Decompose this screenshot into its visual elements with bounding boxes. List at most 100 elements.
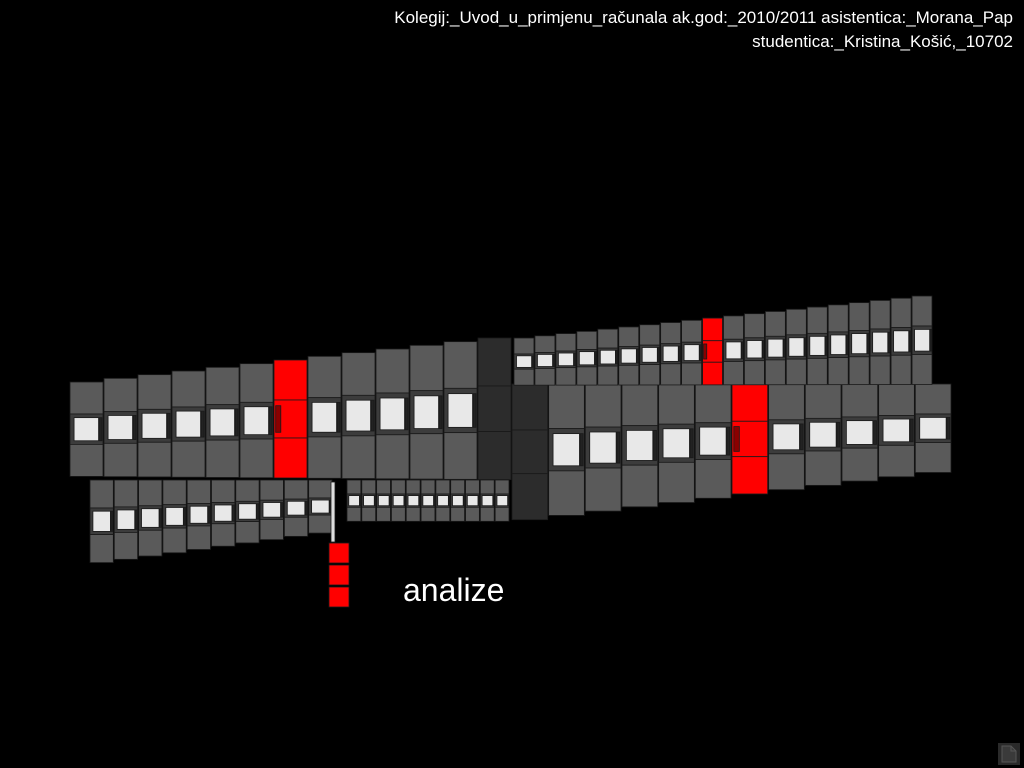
strip-left-lower-bottom-cell <box>162 527 187 554</box>
strip-right-upper-bottom-cell <box>702 361 723 386</box>
strip-right-upper-film-gap <box>824 335 828 356</box>
strip-center-small-top-cell <box>479 479 495 495</box>
strip-right-main-bottom-cell <box>841 447 879 482</box>
strip-right-upper-top-cell <box>890 297 912 328</box>
strip-right-upper-top-cell <box>848 302 870 331</box>
strip-right-upper-film-window <box>516 355 532 368</box>
strip-left-upper-top-cell <box>307 355 342 399</box>
strip-right-upper-bottom-cell <box>555 367 577 386</box>
strip-right-main-bottom-cell <box>878 444 915 478</box>
strip-right-upper-bottom-cell <box>869 355 891 385</box>
strip-right-upper-top-cell <box>806 306 828 334</box>
strip-center-small-film-gap <box>448 495 451 507</box>
strip-right-upper-film-window <box>537 354 553 367</box>
strip-right-upper-film-window <box>558 352 574 367</box>
strip-right-upper-top-cell <box>660 322 682 345</box>
strip-right-upper-film-gap <box>783 338 786 358</box>
strip-left-upper-film-frame <box>477 385 512 432</box>
strip-right-upper-film-gap <box>678 345 681 362</box>
strip-left-lower-top-cell <box>283 479 309 500</box>
strip-right-main-film-window <box>699 426 727 456</box>
strip-right-main-film-gap <box>726 426 731 456</box>
strip-left-upper-film-window <box>379 397 405 431</box>
strip-right-main-top-cell <box>731 383 769 422</box>
strip-right-upper-film-window <box>599 349 616 365</box>
strip-center-small-film-window <box>363 495 375 507</box>
strip-right-main-film-window <box>919 417 947 440</box>
strip-left-lower-film-window <box>92 510 111 532</box>
strip-right-upper-film-window <box>851 333 868 355</box>
strip-right-upper-film-gap <box>699 344 702 361</box>
strip-right-main-top-cell <box>658 383 695 425</box>
strip-right-upper-bottom-cell <box>639 364 661 386</box>
strip-left-lower-bottom-cell <box>89 534 114 563</box>
strip-center-small-film-gap <box>463 495 466 507</box>
strip-right-upper-top-cell <box>785 308 807 336</box>
strip-right-main-film-frame <box>511 429 549 475</box>
strip-right-main-film-window <box>846 420 874 445</box>
strip-left-upper-bottom-cell <box>273 437 308 479</box>
strip-left-upper-top-cell <box>69 381 104 415</box>
strip-center-small-film-gap <box>388 495 391 507</box>
strip-left-upper-film-gap <box>472 393 477 428</box>
strip-right-upper-bottom-cell <box>513 368 535 386</box>
strip-right-main-bottom-cell <box>731 456 769 495</box>
strip-right-main-top-cell <box>768 383 805 421</box>
strip-left-lower-top-cell <box>259 479 284 501</box>
strip-left-lower-film-window <box>311 499 330 514</box>
strip-left-lower-top-cell <box>113 479 139 508</box>
strip-right-main-top-cell <box>548 383 585 429</box>
strip-right-upper-top-cell <box>869 300 891 330</box>
strip-left-upper-bottom-cell <box>409 433 444 480</box>
strip-right-upper-bottom-cell <box>911 354 933 385</box>
strip-right-upper-top-cell <box>639 324 661 346</box>
strip-right-upper-bottom-cell <box>806 357 828 386</box>
strip-right-main-bottom-cell <box>914 442 952 473</box>
document-icon[interactable] <box>998 743 1020 765</box>
strip-right-main-film-gap <box>653 429 657 461</box>
strip-left-upper-film-gap <box>98 417 103 442</box>
strip-center-small-top-cell <box>361 479 377 495</box>
strip-left-upper-bottom-cell <box>341 435 376 479</box>
strip-right-upper-top-cell <box>744 313 765 339</box>
strip-left-lower-film-gap <box>207 505 211 524</box>
strip-center-small-bottom-cell <box>420 506 436 522</box>
strip-left-lower-top-cell <box>235 479 260 502</box>
strip-left-upper-bottom-cell <box>137 441 172 478</box>
strip-left-upper-top-cell <box>137 374 172 410</box>
strip-right-upper-red-shade <box>703 343 708 360</box>
strip-right-upper-bottom-cell <box>618 364 640 386</box>
strip-left-lower-film-gap <box>134 509 138 530</box>
strip-right-upper-film-gap <box>803 337 807 357</box>
strip-right-main-film-window <box>589 431 617 464</box>
strip-right-upper-film-window <box>872 331 889 354</box>
strip-left-upper-film-window <box>345 399 371 432</box>
strip-center-small-film-window <box>392 495 405 507</box>
strip-left-lower-film-window <box>238 503 257 520</box>
strip-right-upper-film-gap <box>594 351 597 366</box>
strip-right-upper-film-window <box>641 347 658 363</box>
strip-left-upper-top-cell <box>239 363 274 403</box>
strip-right-upper-film-window <box>578 351 595 366</box>
strip-center-small-top-cell <box>391 479 406 495</box>
strip-left-upper-film-gap <box>404 397 409 431</box>
strip-center-small-film-window <box>348 495 360 507</box>
strip-right-upper-top-cell <box>723 315 744 340</box>
strip-center-small-bottom-cell <box>405 506 421 522</box>
strip-left-lower-film-gap <box>231 504 235 522</box>
strip-center-small-bottom-cell <box>391 506 406 522</box>
strip-center-small-top-cell <box>376 479 391 495</box>
strip-left-upper-film-window <box>141 412 167 439</box>
strip-center-small-top-cell <box>405 479 421 495</box>
strip-right-upper-film-gap <box>531 355 535 368</box>
strip-right-upper-bottom-cell <box>660 363 682 386</box>
strip-right-main-film-gap <box>836 421 841 448</box>
strip-right-upper-film-gap <box>866 333 870 355</box>
strip-right-main-bottom-cell <box>621 464 659 508</box>
strip-right-main-film-gap <box>946 417 951 440</box>
strip-right-main-red-shade <box>733 426 740 452</box>
strip-right-main-bottom-cell <box>694 459 732 499</box>
strip-center-small-top-cell <box>494 479 510 495</box>
strip-left-lower-top-cell <box>211 479 236 503</box>
strip-center-small-bottom-cell <box>346 506 362 522</box>
